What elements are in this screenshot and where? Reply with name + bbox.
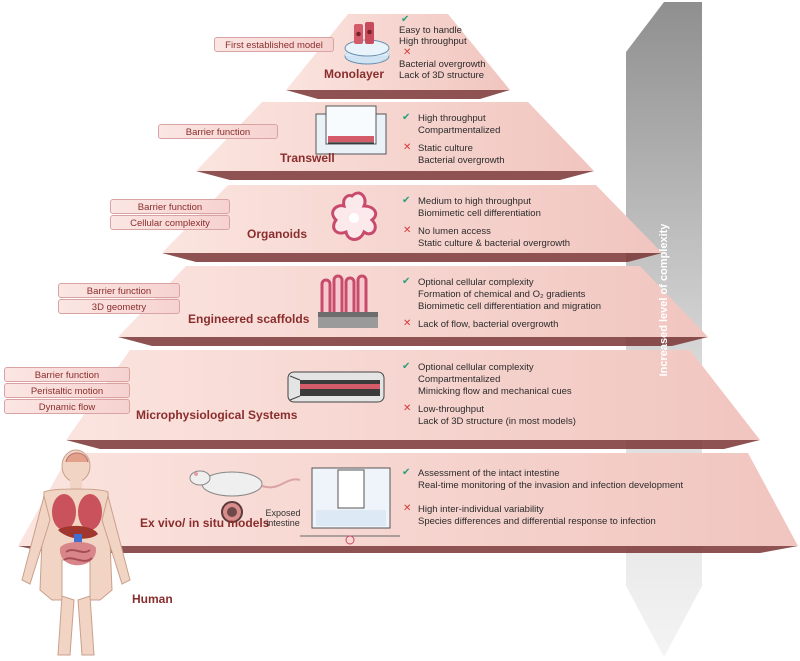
tier-title-transwell: Transwell (280, 151, 335, 165)
con-text: Static culture (418, 143, 473, 154)
check-icon: ✔ (402, 467, 411, 478)
pro-text: Optional cellular complexity (418, 277, 534, 288)
tier-title-microphysiological-systems: Microphysiological Systems (136, 408, 298, 422)
human-label: Human (132, 592, 173, 606)
check-icon: ✔ (402, 112, 411, 123)
cross-icon: ✕ (403, 47, 412, 58)
transwell-insert-illustration (315, 105, 387, 155)
pro-text: Biomimetic cell differentiation (418, 208, 541, 219)
pro-text: Compartmentalized (418, 374, 501, 385)
exposed-intestine-label: Exposed intestine (265, 508, 301, 528)
tier-organoids-shape (162, 185, 662, 262)
pro-text: High throughput (418, 113, 486, 124)
tag-dynamic-flow: Dynamic flow (4, 399, 130, 414)
pro-text: Easy to handle (399, 25, 462, 36)
con-text: Lack of flow, bacterial overgrowth (418, 319, 559, 330)
tier-title-engineered-scaffolds: Engineered scaffolds (188, 312, 310, 326)
tier-scaffolds-shape (118, 266, 708, 346)
pro-text: Assessment of the intact intestine (418, 468, 560, 479)
tier-title-monolayer: Monolayer (324, 67, 385, 81)
organoid-illustration (331, 191, 378, 241)
con-text: No lumen access (418, 226, 491, 237)
cross-icon: ✕ (403, 142, 412, 153)
pro-text: Optional cellular complexity (418, 362, 534, 373)
pro-text: Real-time monitoring of the invasion and… (418, 480, 684, 491)
exvivo-chamber-illustration (300, 467, 400, 545)
pro-text: High throughput (399, 36, 467, 47)
mps-chip-illustration (287, 371, 385, 403)
con-text: Static culture & bacterial overgrowth (418, 238, 571, 249)
tier-title-organoids: Organoids (247, 227, 308, 241)
tier-title-ex-vivo-in-situ: Ex vivo/ in situ models (140, 516, 270, 530)
tag-cellular-complexity: Cellular complexity (110, 215, 230, 230)
tier-monolayer-shape (286, 14, 510, 99)
tag-barrier-function: Barrier function (158, 124, 278, 139)
cross-icon: ✕ (403, 503, 412, 514)
tag-first-established-model: First established model (214, 37, 334, 52)
tag-peristaltic-motion: Peristaltic motion (4, 383, 130, 398)
con-text: High inter-individual variability (418, 504, 544, 515)
pro-text: Medium to high throughput (418, 196, 532, 207)
con-text: Low-throughput (418, 404, 485, 415)
scaffold-illustration (318, 274, 378, 328)
monolayer-dish-illustration (344, 22, 390, 65)
tag-barrier-function: Barrier function (4, 367, 130, 382)
con-text: Bacterial overgrowth (399, 59, 486, 70)
cross-icon: ✕ (403, 318, 412, 329)
check-icon: ✔ (401, 14, 410, 25)
check-icon: ✔ (402, 276, 411, 287)
pro-text: Biomimetic cell differentiation and migr… (418, 301, 602, 312)
pro-text: Compartmentalized (418, 125, 501, 136)
tier-mps-shape (66, 350, 760, 449)
pro-text: Mimicking flow and mechanical cues (418, 386, 572, 397)
cross-icon: ✕ (403, 403, 412, 414)
cross-icon: ✕ (403, 225, 412, 236)
con-text: Lack of 3D structure (in most models) (418, 416, 576, 427)
human-illustration (21, 449, 131, 656)
con-text: Lack of 3D structure (399, 70, 485, 81)
con-text: Species differences and differential res… (418, 516, 656, 527)
tier-transwell-shape (196, 102, 594, 180)
con-text: Bacterial overgrowth (418, 155, 505, 166)
pro-text: Formation of chemical and O₂ gradients (418, 289, 586, 300)
tag-barrier-function: Barrier function (58, 283, 180, 298)
tag-3d-geometry: 3D geometry (58, 299, 180, 314)
check-icon: ✔ (402, 195, 411, 206)
check-icon: ✔ (402, 361, 411, 372)
rat-illustration (189, 470, 301, 523)
tag-barrier-function: Barrier function (110, 199, 230, 214)
